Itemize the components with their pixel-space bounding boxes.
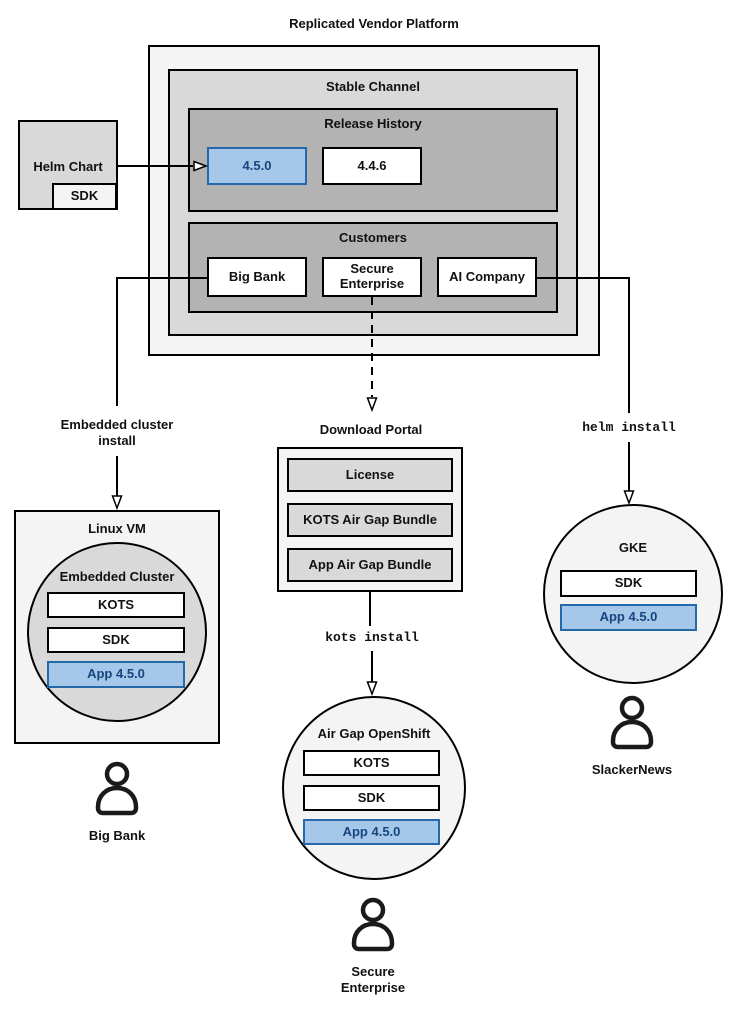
kots-box: KOTS xyxy=(47,592,185,618)
helm-sdk-box: SDK xyxy=(52,183,117,210)
customer-secure-enterprise: Secure Enterprise xyxy=(322,257,422,297)
sdk-box: SDK xyxy=(47,627,185,653)
helm-chart-label: Helm Chart xyxy=(33,159,103,174)
user-icon xyxy=(351,897,395,952)
app-box: App 4.5.0 xyxy=(303,819,440,845)
kots-box: KOTS xyxy=(303,750,440,776)
app-box: App 4.5.0 xyxy=(560,604,697,631)
linux-vm-title: Linux VM xyxy=(88,521,146,536)
download-portal-title: Download Portal xyxy=(319,422,423,437)
release-4-5-0: 4.5.0 xyxy=(207,147,307,185)
release-4-4-6: 4.4.6 xyxy=(322,147,422,185)
customer-big-bank: Big Bank xyxy=(207,257,307,297)
user-icon xyxy=(610,695,654,750)
embedded-cluster-title: Embedded Cluster xyxy=(59,569,175,584)
user-label-big-bank: Big Bank xyxy=(88,828,146,843)
kots-air-gap-bundle-box: KOTS Air Gap Bundle xyxy=(287,503,453,537)
kots-install-label: kots install xyxy=(325,630,419,645)
app-box: App 4.5.0 xyxy=(47,661,185,688)
customers-title: Customers xyxy=(339,230,407,245)
gke-title: GKE xyxy=(618,540,648,555)
stable-channel-title: Stable Channel xyxy=(326,79,420,94)
diagram-title: Replicated Vendor Platform xyxy=(289,16,459,31)
license-box: License xyxy=(287,458,453,492)
app-air-gap-bundle-box: App Air Gap Bundle xyxy=(287,548,453,582)
user-label-secure-enterprise: Secure Enterprise xyxy=(340,964,406,996)
airgap-openshift-title: Air Gap OpenShift xyxy=(317,726,431,741)
user-icon xyxy=(95,761,139,816)
release-history-title: Release History xyxy=(324,116,422,131)
helm-install-label: helm install xyxy=(582,420,676,435)
sdk-box: SDK xyxy=(303,785,440,811)
sdk-box: SDK xyxy=(560,570,697,597)
user-label-slackernews: SlackerNews xyxy=(591,762,673,777)
embedded-cluster-install-label: Embedded cluster install xyxy=(60,417,174,449)
customer-ai-company: AI Company xyxy=(437,257,537,297)
